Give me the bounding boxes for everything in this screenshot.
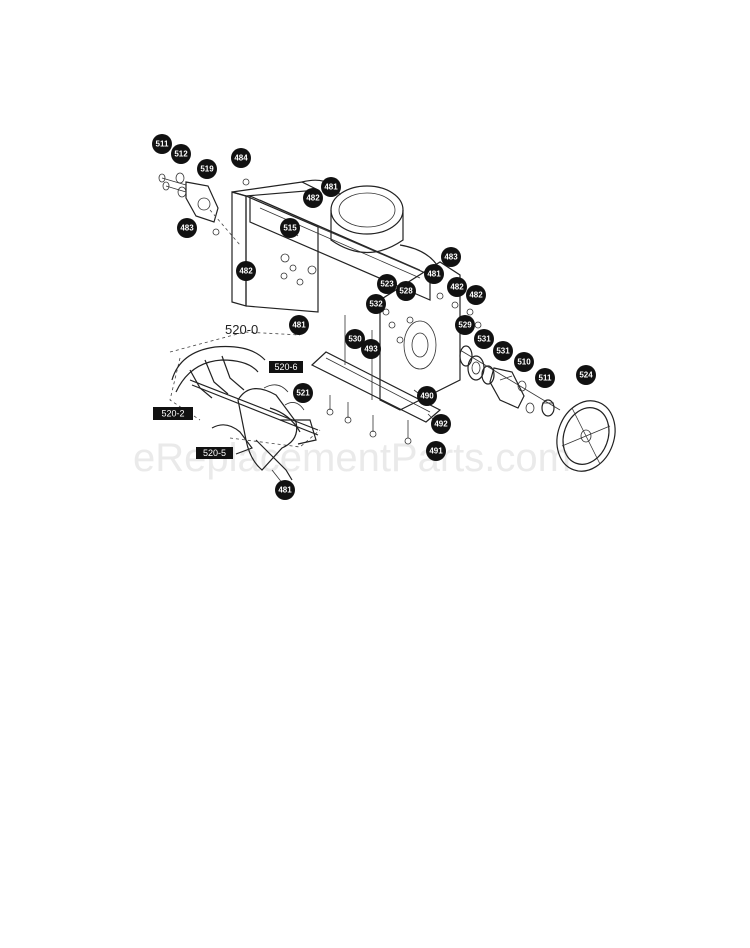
svg-text:515: 515 <box>283 224 297 233</box>
svg-text:481: 481 <box>324 183 338 192</box>
auger-assembly-drawing <box>169 331 321 481</box>
svg-text:482: 482 <box>239 267 253 276</box>
svg-text:481: 481 <box>427 270 441 279</box>
tag-520-5: 520-5 <box>196 447 233 459</box>
tag-520-6: 520-6 <box>269 361 303 373</box>
svg-text:481: 481 <box>292 321 306 330</box>
callout-482: 482 <box>447 277 467 297</box>
svg-text:531: 531 <box>496 347 510 356</box>
svg-text:483: 483 <box>180 224 194 233</box>
svg-text:511: 511 <box>156 140 169 149</box>
callout-528: 528 <box>396 281 416 301</box>
callout-531: 531 <box>493 341 513 361</box>
callout-481: 481 <box>289 315 309 335</box>
svg-text:523: 523 <box>380 280 394 289</box>
tag-520-2-text: 520-2 <box>161 409 184 419</box>
svg-text:510: 510 <box>517 358 531 367</box>
callout-510: 510 <box>514 352 534 372</box>
callout-511: 511 <box>152 134 172 154</box>
svg-text:482: 482 <box>450 283 464 292</box>
callout-492: 492 <box>431 414 451 434</box>
svg-text:484: 484 <box>234 154 248 163</box>
callout-523: 523 <box>377 274 397 294</box>
assembly-label-520-0: 520-0 <box>225 322 258 337</box>
svg-text:481: 481 <box>278 486 292 495</box>
callout-524: 524 <box>576 365 596 385</box>
callout-529: 529 <box>455 315 475 335</box>
svg-text:492: 492 <box>434 420 448 429</box>
callout-483: 483 <box>177 218 197 238</box>
svg-text:532: 532 <box>369 300 383 309</box>
callout-521: 521 <box>293 383 313 403</box>
callout-519: 519 <box>197 159 217 179</box>
auger-housing-drawing <box>212 178 461 445</box>
svg-text:529: 529 <box>458 321 472 330</box>
callout-481: 481 <box>424 264 444 284</box>
svg-text:512: 512 <box>174 150 188 159</box>
callout-482: 482 <box>303 188 323 208</box>
drive-pulley-drawing <box>382 292 616 472</box>
left-bracket-drawing <box>158 172 241 246</box>
svg-text:521: 521 <box>296 389 310 398</box>
tag-520-5-text: 520-5 <box>203 448 226 458</box>
callout-512: 512 <box>171 144 191 164</box>
callout-484: 484 <box>231 148 251 168</box>
svg-text:524: 524 <box>579 371 593 380</box>
svg-text:490: 490 <box>420 392 434 401</box>
callout-515: 515 <box>280 218 300 238</box>
svg-text:511: 511 <box>539 374 552 383</box>
callout-531: 531 <box>474 329 494 349</box>
svg-text:482: 482 <box>469 291 483 300</box>
callout-490: 490 <box>417 386 437 406</box>
callout-481: 481 <box>321 177 341 197</box>
callout-481: 481 <box>275 480 295 500</box>
svg-text:483: 483 <box>444 253 458 262</box>
callout-482: 482 <box>466 285 486 305</box>
callout-493: 493 <box>361 339 381 359</box>
svg-text:530: 530 <box>348 335 362 344</box>
svg-text:528: 528 <box>399 287 413 296</box>
callout-532: 532 <box>366 294 386 314</box>
svg-text:493: 493 <box>364 345 378 354</box>
svg-text:491: 491 <box>429 447 443 456</box>
callout-491: 491 <box>426 441 446 461</box>
callout-483: 483 <box>441 247 461 267</box>
svg-text:531: 531 <box>477 335 491 344</box>
callout-482: 482 <box>236 261 256 281</box>
tag-520-2: 520-2 <box>153 407 193 420</box>
callout-511: 511 <box>535 368 555 388</box>
svg-text:519: 519 <box>200 165 214 174</box>
tag-520-6-text: 520-6 <box>274 362 297 372</box>
callout-530: 530 <box>345 329 365 349</box>
svg-text:482: 482 <box>306 194 320 203</box>
